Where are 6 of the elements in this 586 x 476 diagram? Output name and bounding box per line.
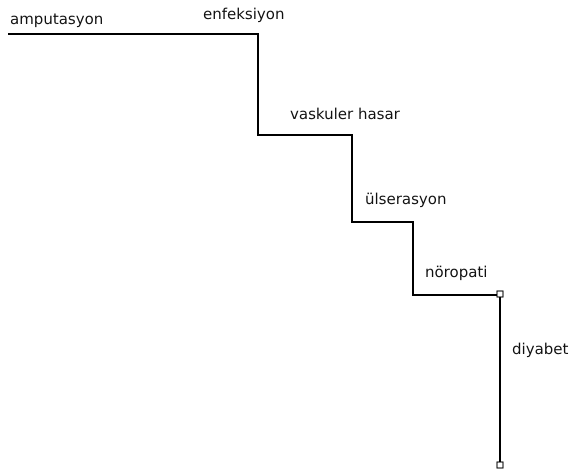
step-label: nöropati	[425, 263, 488, 281]
step-label: diyabet	[512, 340, 568, 358]
step-label: vaskuler hasar	[290, 105, 400, 123]
step-label: amputasyon	[10, 10, 104, 28]
step-label: enfeksiyon	[203, 5, 284, 23]
step-label: ülserasyon	[365, 190, 446, 208]
